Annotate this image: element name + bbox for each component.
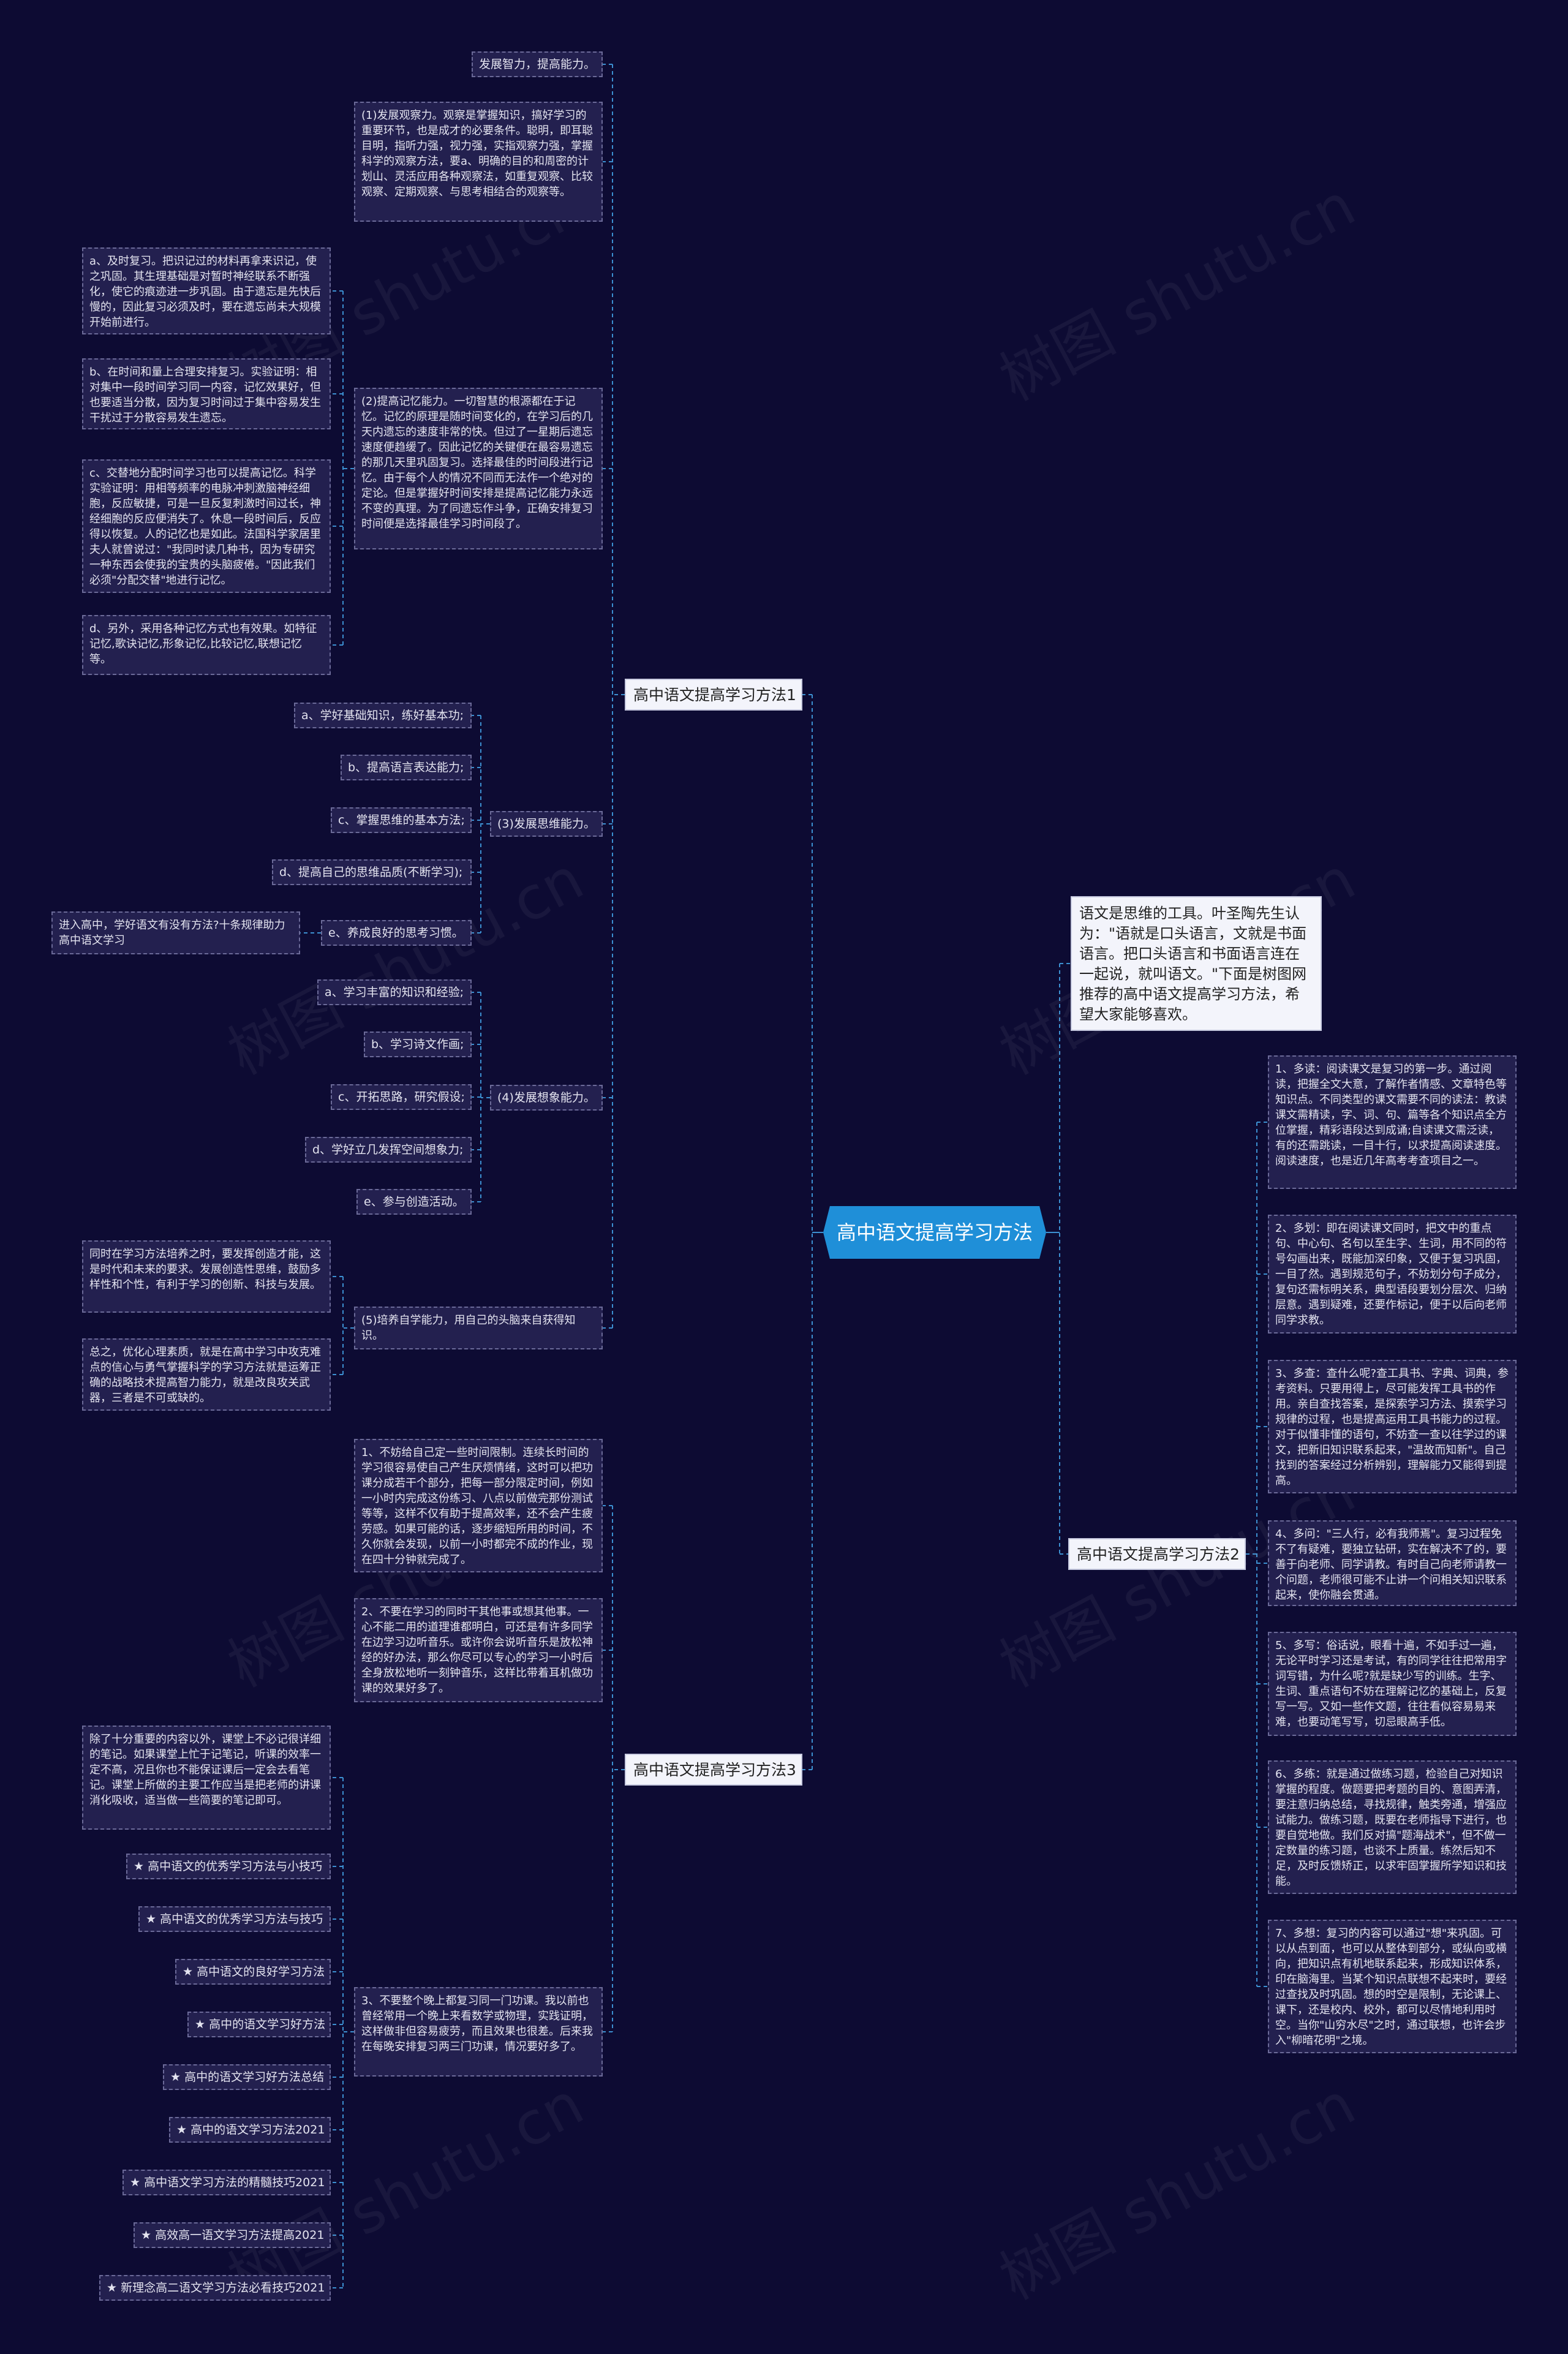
- root-topic[interactable]: 高中语文提高学习方法: [823, 1206, 1046, 1259]
- b1-node-5[interactable]: (5)培养自学能力，用自己的头脑来自获得知识。: [354, 1307, 603, 1349]
- b3-link-6[interactable]: ★ 高中的语文学习方法2021: [169, 2117, 331, 2143]
- b2-item-5[interactable]: 5、多写：俗话说，眼看十遍，不如手过一遍，无论平时学习还是考试，有的同学往往把常…: [1268, 1632, 1517, 1736]
- b1-node-2a[interactable]: a、及时复习。把识记过的材料再拿来识记，使之巩固。其生理基础是对暂时神经联系不断…: [82, 247, 331, 334]
- b2-item-6[interactable]: 6、多练：就是通过做练习题，检验自己对知识掌握的程度。做题要把考题的目的、意图弄…: [1268, 1760, 1517, 1894]
- b1-node-2c[interactable]: c、交替地分配时间学习也可以提高记忆。科学实验证明：用相等频率的电脉冲刺激脑神经…: [82, 459, 331, 593]
- b1-node-3a[interactable]: a、学好基础知识，练好基本功;: [294, 703, 472, 728]
- b3-link-2[interactable]: ★ 高中语文的优秀学习方法与技巧: [138, 1906, 331, 1932]
- b1-node-2b[interactable]: b、在时间和量上合理安排复习。实验证明：相对集中一段时间学习同一内容，记忆效果好…: [82, 358, 331, 429]
- b1-node-5a[interactable]: 同时在学习方法培养之时，要发挥创造才能，这是时代和未来的要求。发展创造性思维，鼓…: [82, 1240, 331, 1313]
- branch-2[interactable]: 高中语文提高学习方法2: [1068, 1538, 1246, 1570]
- b1-node-4e[interactable]: e、参与创造活动。: [356, 1189, 472, 1215]
- b2-item-1[interactable]: 1、多读：阅读课文是复习的第一步。通过阅读，把握全文大意，了解作者情感、文章特色…: [1268, 1055, 1517, 1189]
- b3-link-9[interactable]: ★ 新理念高二语文学习方法必看技巧2021: [99, 2275, 331, 2301]
- b3-node-1[interactable]: 1、不妨给自己定一些时间限制。连续长时间的学习很容易使自己产生厌烦情绪，这时可以…: [354, 1439, 603, 1572]
- b3-link-8[interactable]: ★ 高效高一语文学习方法提高2021: [134, 2222, 331, 2248]
- b2-item-2[interactable]: 2、多划：即在阅读课文同时，把文中的重点句、中心句、名句以至生字、生词，用不同的…: [1268, 1215, 1517, 1334]
- b3-link-5[interactable]: ★ 高中的语文学习好方法总结: [163, 2064, 331, 2090]
- b2-item-4[interactable]: 4、多问："三人行，必有我师焉"。复习过程免不了有疑难，要独立钻研，实在解决不了…: [1268, 1520, 1517, 1606]
- b3-link-1[interactable]: ★ 高中语文的优秀学习方法与小技巧: [126, 1854, 331, 1879]
- b1-node-4[interactable]: (4)发展想象能力。: [490, 1085, 603, 1111]
- b1-node-5b[interactable]: 总之，优化心理素质，就是在高中学习中攻克难点的信心与勇气掌握科学的学习方法就是运…: [82, 1338, 331, 1411]
- b1-node-3c[interactable]: c、掌握思维的基本方法;: [331, 807, 472, 833]
- b1-node-0[interactable]: 发展智力，提高能力。: [472, 51, 603, 77]
- b2-item-3[interactable]: 3、多查：查什么呢?查工具书、字典、词典，参考资料。只要用得上，尽可能发挥工具书…: [1268, 1360, 1517, 1493]
- b3-link-7[interactable]: ★ 高中语文学习方法的精髓技巧2021: [123, 2170, 331, 2195]
- b1-node-3b[interactable]: b、提高语言表达能力;: [341, 755, 472, 780]
- branch-3[interactable]: 高中语文提高学习方法3: [625, 1754, 802, 1786]
- b1-node-4b[interactable]: b、学习诗文作画;: [364, 1032, 472, 1057]
- b3-node-3a[interactable]: 除了十分重要的内容以外，课堂上不必记很详细的笔记。如果课堂上忙于记笔记，听课的效…: [82, 1726, 331, 1830]
- b1-node-2d[interactable]: d、另外，采用各种记忆方式也有效果。如特征记忆,歌诀记忆,形象记忆,比较记忆,联…: [82, 615, 331, 675]
- branch-1[interactable]: 高中语文提高学习方法1: [625, 679, 802, 711]
- b3-link-4[interactable]: ★ 高中的语文学习好方法: [187, 2012, 331, 2037]
- b1-node-3d[interactable]: d、提高自己的思维品质(不断学习);: [272, 859, 472, 885]
- b1-node-4a[interactable]: a、学习丰富的知识和经验;: [317, 979, 472, 1005]
- b1-node-2[interactable]: (2)提高记忆能力。一切智慧的根源都在于记忆。记忆的原理是随时间变化的，在学习后…: [354, 388, 603, 549]
- b1-node-3e1[interactable]: 进入高中，学好语文有没有方法?十条规律助力高中语文学习: [51, 911, 300, 954]
- b3-link-3[interactable]: ★ 高中语文的良好学习方法: [175, 1959, 331, 1985]
- b3-node-3[interactable]: 3、不要整个晚上都复习同一门功课。我以前也曾经常用一个晚上来看数学或物理，实践证…: [354, 1987, 603, 2077]
- b2-item-7[interactable]: 7、多想：复习的内容可以通过"想"来巩固。可以从点到面，也可以从整体到部分，或纵…: [1268, 1920, 1517, 2053]
- b1-node-4c[interactable]: c、开拓思路，研究假设;: [331, 1084, 472, 1110]
- intro-node[interactable]: 语文是思维的工具。叶圣陶先生认为："语就是口头语言，文就是书面语言。把口头语言和…: [1071, 896, 1322, 1031]
- b1-node-1[interactable]: (1)发展观察力。观察是掌握知识，搞好学习的重要环节，也是成才的必要条件。聪明，…: [354, 102, 603, 222]
- b3-node-2[interactable]: 2、不要在学习的同时干其他事或想其他事。一心不能二用的道理谁都明白，可还是有许多…: [354, 1598, 603, 1702]
- b1-node-3[interactable]: (3)发展思维能力。: [490, 811, 603, 837]
- b1-node-4d[interactable]: d、学好立几发挥空间想象力;: [305, 1137, 472, 1163]
- b1-node-3e[interactable]: e、养成良好的思考习惯。: [321, 920, 472, 946]
